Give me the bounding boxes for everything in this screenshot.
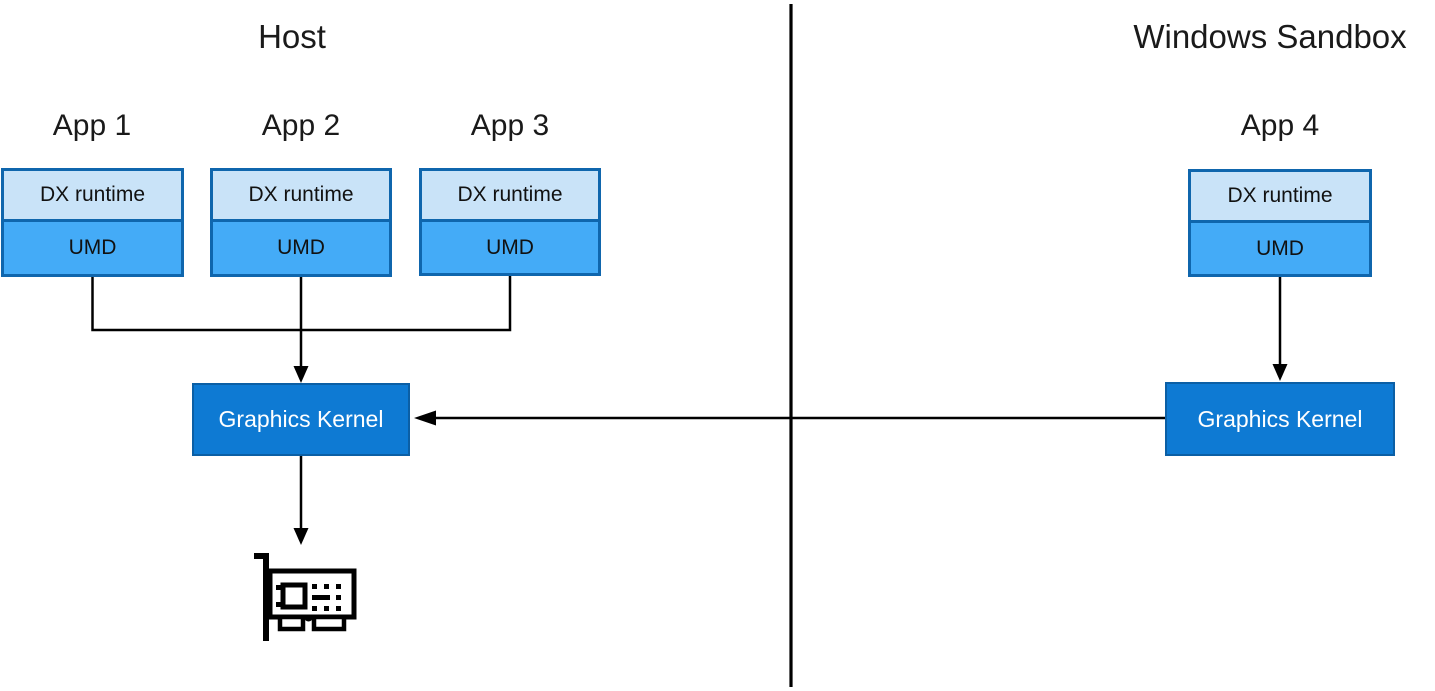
app3-dx-runtime-layer: DX runtime (422, 171, 598, 222)
app4-to-kernel-arrowhead (1272, 364, 1288, 381)
sandbox-to-host-kernel-arrowhead (414, 410, 436, 426)
gpu-card-icon (254, 553, 357, 641)
app2-label: App 2 (261, 109, 341, 142)
app3-box: DX runtime UMD (419, 168, 601, 276)
kernel-to-gpu-arrowhead (293, 528, 309, 545)
app2-box: DX runtime UMD (210, 168, 392, 277)
app2-dx-runtime-layer: DX runtime (213, 171, 389, 222)
app4-umd-layer: UMD (1191, 223, 1369, 274)
app1-box: DX runtime UMD (1, 168, 184, 277)
app1-umd-layer: UMD (4, 222, 181, 274)
app3-label: App 3 (470, 109, 550, 142)
app3-umd-layer: UMD (422, 222, 598, 273)
app1-dx-runtime-layer: DX runtime (4, 171, 181, 222)
app2-umd-layer: UMD (213, 222, 389, 274)
host-graphics-kernel-box: Graphics Kernel (192, 383, 410, 456)
apps-to-kernel-arrowhead (293, 366, 309, 383)
app1-label: App 1 (52, 109, 132, 142)
app4-label: App 4 (1240, 109, 1320, 142)
sandbox-section-title: Windows Sandbox (1133, 18, 1407, 55)
host-section-title: Host (258, 18, 326, 55)
app4-box: DX runtime UMD (1188, 169, 1372, 277)
app4-dx-runtime-layer: DX runtime (1191, 172, 1369, 223)
sandbox-graphics-kernel-box: Graphics Kernel (1165, 382, 1395, 456)
